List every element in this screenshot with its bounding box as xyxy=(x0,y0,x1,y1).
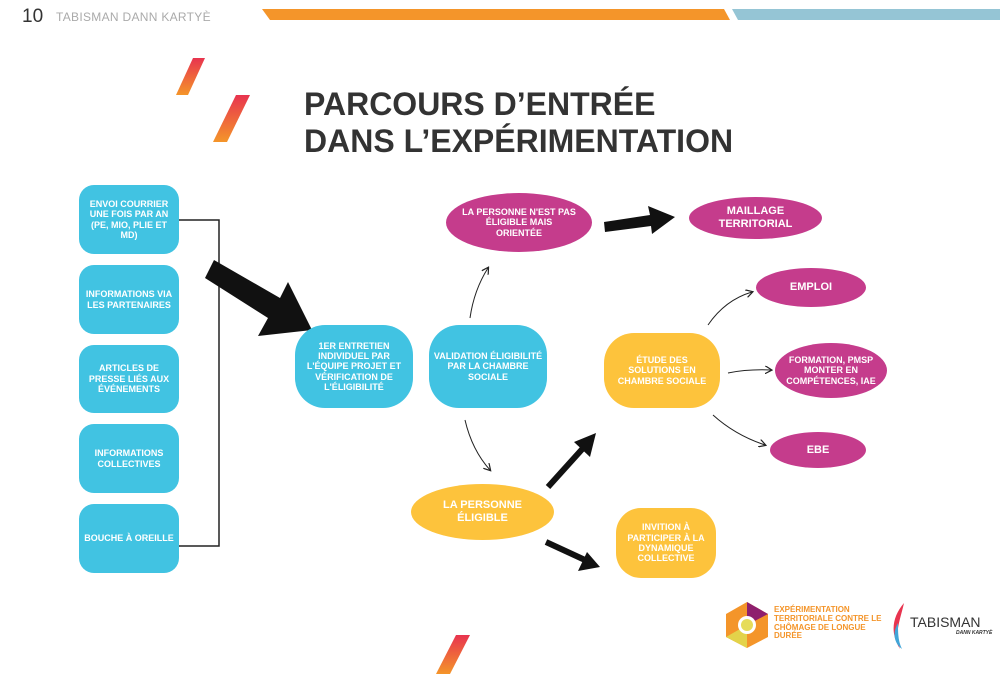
source-bouche: BOUCHE À OREILLE xyxy=(79,504,179,573)
orange-band xyxy=(262,9,730,20)
running-title: TABISMAN DANN KARTYÈ xyxy=(56,10,211,24)
arrow xyxy=(707,292,752,326)
step-etude: ÉTUDE DES SOLUTIONS EN CHAMBRE SOCIALE xyxy=(604,333,720,408)
tabisman-logo-sub: DANN KARTYÈ xyxy=(956,630,993,636)
source-courrier: ENVOI COURRIER UNE FOIS PAR AN (PE, MIO,… xyxy=(79,185,179,254)
outcome-formation: FORMATION, PMSP MONTER EN COMPÉTENCES, I… xyxy=(775,343,887,398)
page-number: 10 xyxy=(22,6,44,27)
title-line: DANS L’EXPÉRIMENTATION xyxy=(304,123,734,160)
tabisman-flame-icon xyxy=(890,603,912,651)
source-partenaires: INFORMATIONS VIA LES PARTENAIRES xyxy=(79,265,179,334)
arrow-head xyxy=(578,552,600,571)
arrow-to-maillage xyxy=(604,206,675,234)
tabisman-logo-text: TABISMAN xyxy=(910,614,981,630)
outcome-ebe: EBE xyxy=(770,432,866,468)
source-collectives: INFORMATIONS COLLECTIVES xyxy=(79,424,179,493)
title-line: PARCOURS D’ENTRÉE xyxy=(304,86,656,122)
step-maillage: MAILLAGE TERRITORIAL xyxy=(689,197,822,239)
outcome-emploi: EMPLOI xyxy=(756,268,866,307)
step-eligible: LA PERSONNE ÉLIGIBLE xyxy=(411,484,554,540)
arrow xyxy=(464,419,490,470)
slash-deco xyxy=(176,58,205,95)
big-arrow xyxy=(205,260,312,336)
blue-band xyxy=(732,9,1000,20)
arrow xyxy=(727,370,771,373)
arrow-head xyxy=(574,433,596,457)
bracket-line xyxy=(179,219,220,547)
step-entretien: 1ER ENTRETIEN INDIVIDUEL PAR L'ÉQUIPE PR… xyxy=(295,325,413,408)
slash-deco xyxy=(213,95,250,142)
etcld-logo xyxy=(723,601,771,649)
etcld-logo-text: EXPÉRIMENTATION TERRITORIALE CONTRE LE C… xyxy=(774,605,882,641)
slash-deco xyxy=(436,635,470,674)
step-validation: VALIDATION ÉLIGIBILITÉ PAR LA CHAMBRE SO… xyxy=(429,325,547,408)
arrow xyxy=(469,268,488,319)
page-title: PARCOURS D’ENTRÉE DANS L’EXPÉRIMENTATION xyxy=(304,86,733,161)
step-invitation: INVITION À PARTICIPER À LA DYNAMIQUE COL… xyxy=(616,508,716,578)
step-non-eligible: LA PERSONNE N'EST PAS ÉLIGIBLE MAIS ORIE… xyxy=(446,193,592,252)
arrow xyxy=(712,414,765,445)
source-presse: ARTICLES DE PRESSE LIÉS AUX ÉVÉNEMENTS xyxy=(79,345,179,413)
